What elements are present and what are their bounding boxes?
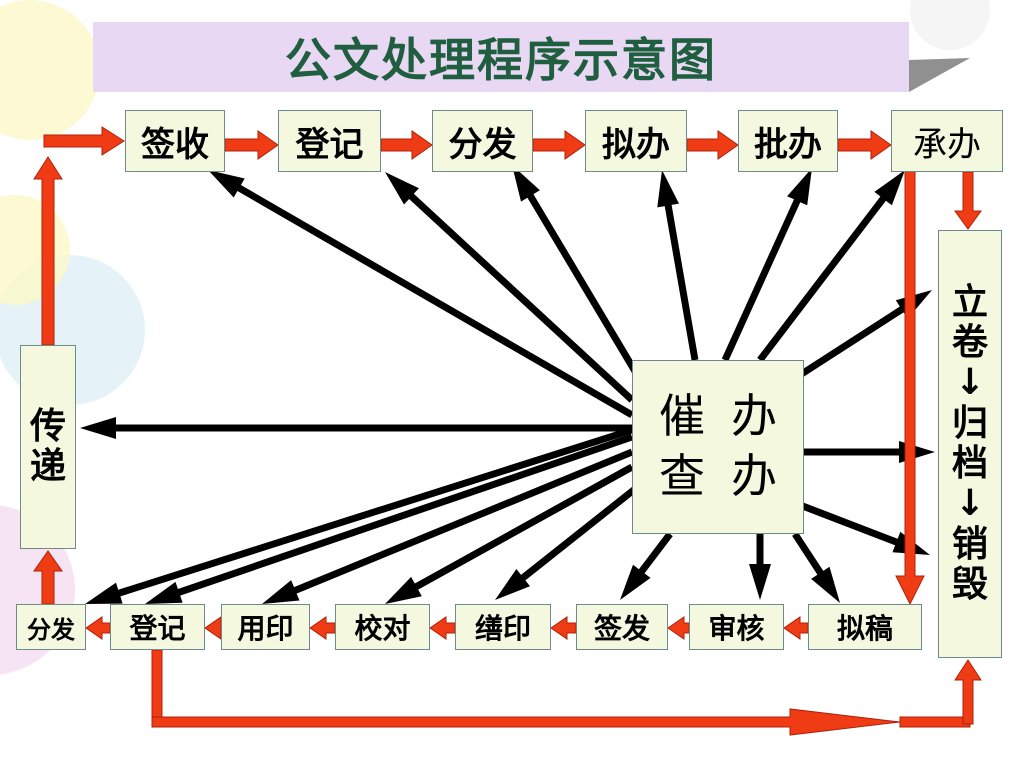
flow-arrow-up-to-archive	[954, 659, 982, 725]
supervise-line-1: 催办	[659, 389, 803, 444]
supervise-arrow-sign-issue	[620, 531, 673, 600]
down-arrow-icon: ↓	[954, 483, 986, 525]
step-sign-issue: 签发	[576, 604, 668, 650]
flow-arrow-bottom-6	[204, 616, 222, 640]
supervise-arrow-draft	[792, 532, 840, 603]
supervise-arrow-register-in	[385, 172, 635, 403]
right-char-6: 毁	[951, 563, 988, 605]
supervise-arrow-distribute-out	[85, 426, 634, 604]
decor-circle-0	[0, 0, 100, 140]
step-approve: 批办	[738, 110, 838, 172]
step-copy-print: 缮印	[455, 604, 551, 650]
supervise-arrow-proofread	[385, 463, 634, 604]
step-distribute-out: 分发	[16, 604, 86, 650]
transmit-char-1: 传	[29, 405, 66, 447]
supervise-arrow-approve	[721, 168, 812, 362]
supervise-arrow-copy-print	[495, 482, 643, 600]
step-undertake: 承办	[891, 110, 1003, 172]
right-char-3: 归	[951, 402, 988, 444]
right-char-2: 卷	[951, 322, 988, 364]
decor-circle-4	[910, 0, 990, 50]
step-distribute-in: 分发	[432, 110, 533, 172]
right-char-5: 销	[951, 523, 988, 565]
step-supervise: 催办 查办	[632, 360, 804, 534]
step-file-archive-destroy: 立 卷 ↓ 归 档 ↓ 销 毁	[938, 230, 1002, 658]
step-draft: 拟稿	[808, 604, 922, 650]
right-char-1: 立	[951, 281, 988, 323]
supervise-arrow-file	[798, 290, 932, 378]
page-title: 公文处理程序示意图	[285, 33, 717, 87]
supervise-line-2: 查办	[659, 449, 803, 503]
right-char-4: 档	[951, 443, 988, 484]
title-shadow-shape	[909, 58, 970, 92]
flow-arrow-bottom-3	[550, 616, 577, 640]
step-review: 审核	[689, 604, 784, 650]
step-transmit: 传 递	[20, 345, 76, 549]
supervision-arrows	[80, 165, 935, 604]
flow-arrow-bottom-7	[85, 616, 111, 640]
transmit-char-2: 递	[29, 446, 66, 487]
title-banner: 公文处理程序示意图	[93, 22, 909, 92]
step-register-out: 登记	[110, 604, 205, 650]
supervise-arrow-propose	[657, 170, 699, 361]
flow-arrow-top-3	[532, 130, 586, 160]
flow-arrow-to-draft	[895, 165, 925, 606]
supervise-arrow-archive	[804, 441, 935, 463]
flow-arrow-top-1	[224, 130, 279, 160]
supervise-arrow-destroy	[798, 501, 930, 555]
flow-arrow-top-5	[837, 130, 892, 160]
step-register-in: 登记	[278, 110, 381, 172]
flow-arrow-to-file	[954, 171, 982, 230]
supervise-arrow-register-out	[145, 433, 634, 604]
flow-arrow-top-4	[686, 130, 739, 160]
supervise-arrow-undertake	[757, 170, 905, 363]
flow-arrow-to-sign-receive	[43, 126, 125, 156]
flow-arrow-bottom-1	[783, 616, 809, 640]
down-arrow-icon: ↓	[954, 362, 986, 404]
flow-bar-down	[151, 649, 163, 724]
step-seal: 用印	[221, 604, 310, 650]
supervise-arrow-transmit	[80, 417, 632, 439]
flow-arrows	[33, 126, 982, 736]
flow-arrow-bottom-4	[429, 616, 456, 640]
step-proofread: 校对	[335, 604, 430, 650]
step-propose: 拟办	[585, 110, 687, 172]
flow-arrow-bottom-long	[151, 708, 901, 736]
step-sign-receive: 签收	[125, 110, 225, 172]
flow-arrow-up-to-top	[33, 156, 63, 346]
flow-arrow-bottom-2	[667, 616, 690, 640]
flow-arrow-top-2	[380, 130, 433, 160]
flow-arrow-up-to-transmit	[33, 550, 63, 605]
supervise-arrow-review	[749, 534, 771, 600]
supervise-arrow-distribute-in	[512, 165, 648, 390]
supervise-arrow-sign-receive	[208, 170, 634, 418]
supervise-arrow-seal	[262, 448, 634, 604]
flow-bar-right	[899, 716, 971, 728]
flow-arrow-bottom-5	[309, 616, 336, 640]
